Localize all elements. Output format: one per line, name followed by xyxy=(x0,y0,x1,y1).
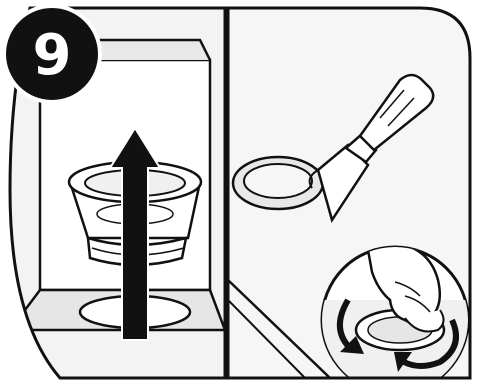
right-panel xyxy=(228,8,470,381)
step-badge: 9 xyxy=(4,6,100,102)
step-number: 9 xyxy=(33,23,72,88)
